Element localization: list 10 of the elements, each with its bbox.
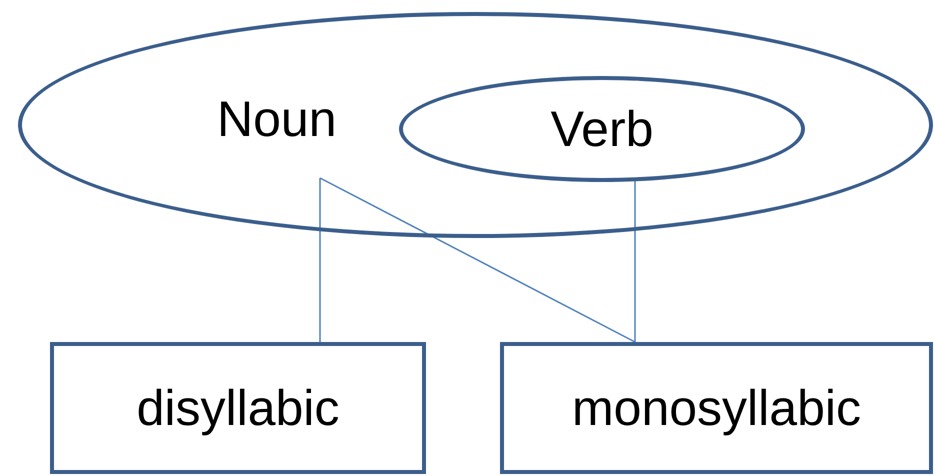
rectangle-node xyxy=(50,342,426,474)
rectangle-node xyxy=(500,342,933,474)
ellipse-node xyxy=(399,76,805,182)
node-label: disyllabic xyxy=(136,383,340,433)
node-label: Verb xyxy=(550,104,654,154)
connector-line xyxy=(319,178,321,342)
ellipse-node xyxy=(18,12,933,238)
connector-line xyxy=(320,177,636,343)
node-label: Noun xyxy=(217,94,337,144)
node-label: monosyllabic xyxy=(572,383,861,433)
